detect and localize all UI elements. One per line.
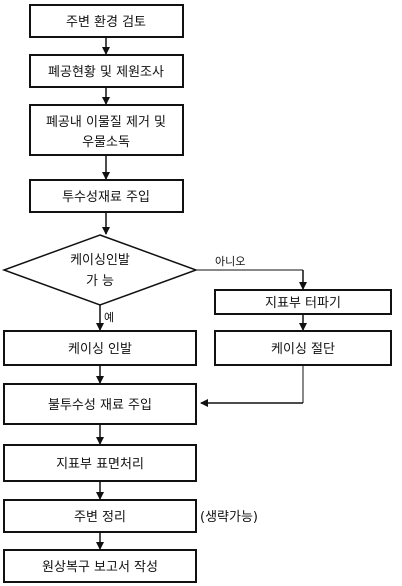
decision-label-line2: 가 능 bbox=[86, 274, 114, 289]
step-box-casing-cut bbox=[214, 330, 392, 366]
decision-label-line1: 케이싱인발 bbox=[70, 253, 130, 268]
step-label-restoration-report: 원상복구 보고서 작성 bbox=[42, 560, 158, 575]
step-box-debris-removal bbox=[29, 104, 184, 156]
step-box-impermeable-fill bbox=[3, 383, 197, 425]
yes-branch-label: 예 bbox=[104, 311, 114, 324]
step-box-surface-treatment bbox=[3, 444, 197, 482]
step-note-optional: (생략가능) bbox=[200, 510, 258, 525]
step-box-surface-excavation bbox=[214, 289, 392, 315]
step-label-surface-treatment: 지표부 표면처리 bbox=[56, 457, 144, 472]
step-label-debris-removal-line1: 폐공내 이물질 제거 및 bbox=[46, 115, 166, 130]
step-label-survey-surroundings: 주변 환경 검토 bbox=[66, 15, 146, 30]
step-box-status-survey bbox=[29, 54, 184, 88]
no-branch-label: 아니오 bbox=[215, 255, 245, 268]
decision-diamond bbox=[1, 234, 199, 306]
step-label-surface-excavation: 지표부 터파기 bbox=[265, 296, 341, 311]
step-label-impermeable-fill: 불투수성 재료 주입 bbox=[48, 398, 152, 413]
step-label-casing-cut: 케이싱 절단 bbox=[271, 342, 335, 357]
step-label-debris-removal-line2: 우물소독 bbox=[82, 135, 130, 150]
step-label-permeable-fill: 투수성재료 주입 bbox=[62, 190, 150, 205]
step-box-restoration-report bbox=[3, 549, 197, 583]
step-label-status-survey: 폐공현황 및 제원조사 bbox=[48, 65, 164, 80]
step-box-casing-extraction bbox=[3, 330, 197, 366]
step-label-casing-extraction: 케이싱 인발 bbox=[68, 342, 132, 357]
step-label-site-cleanup: 주변 정리 bbox=[74, 510, 126, 525]
step-box-survey-surroundings bbox=[29, 4, 184, 38]
